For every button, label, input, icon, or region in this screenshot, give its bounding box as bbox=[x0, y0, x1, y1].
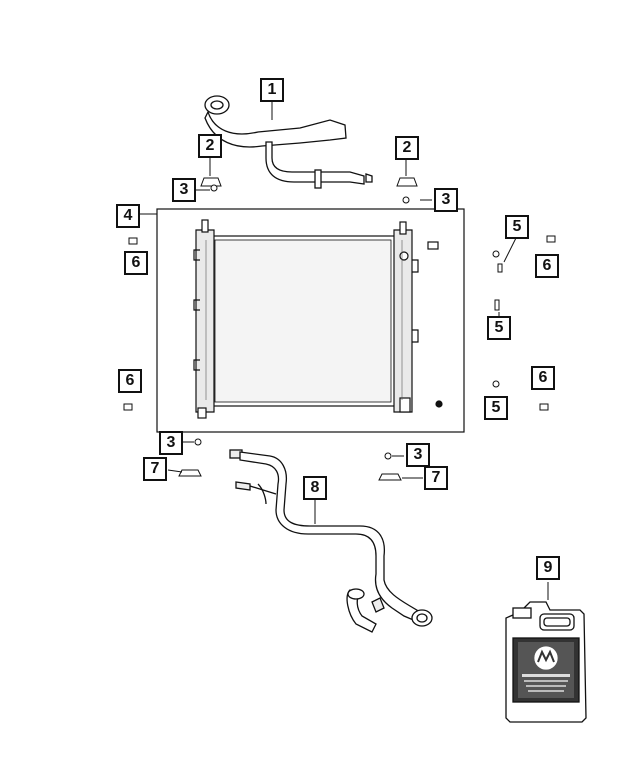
callout-2-right: 2 bbox=[395, 136, 419, 160]
callout-3-upper-right: 3 bbox=[434, 188, 458, 212]
callout-6-lower-right: 6 bbox=[531, 366, 555, 390]
upper-hose-icon bbox=[204, 95, 373, 189]
callout-6-upper-left: 6 bbox=[124, 251, 148, 275]
callout-1: 1 bbox=[260, 78, 284, 102]
callout-5-lower: 5 bbox=[484, 396, 508, 420]
callout-5-middle: 5 bbox=[487, 316, 511, 340]
callout-2-left: 2 bbox=[198, 134, 222, 158]
coolant-jug-icon bbox=[505, 601, 587, 723]
callout-3-lower-left: 3 bbox=[159, 431, 183, 455]
callout-3-lower-right: 3 bbox=[406, 443, 430, 467]
callout-7-left: 7 bbox=[143, 457, 167, 481]
lower-hose-icon bbox=[229, 449, 433, 633]
callout-4: 4 bbox=[116, 204, 140, 228]
hardware-icons bbox=[123, 177, 556, 481]
callout-3-upper-left: 3 bbox=[172, 178, 196, 202]
radiator-icon bbox=[193, 219, 443, 419]
callout-7-right: 7 bbox=[424, 466, 448, 490]
callout-5-upper: 5 bbox=[505, 215, 529, 239]
callout-9: 9 bbox=[536, 556, 560, 580]
callout-6-lower-left: 6 bbox=[118, 369, 142, 393]
callout-8: 8 bbox=[303, 476, 327, 500]
callout-6-upper-right: 6 bbox=[535, 254, 559, 278]
radiator-frame bbox=[156, 208, 465, 433]
